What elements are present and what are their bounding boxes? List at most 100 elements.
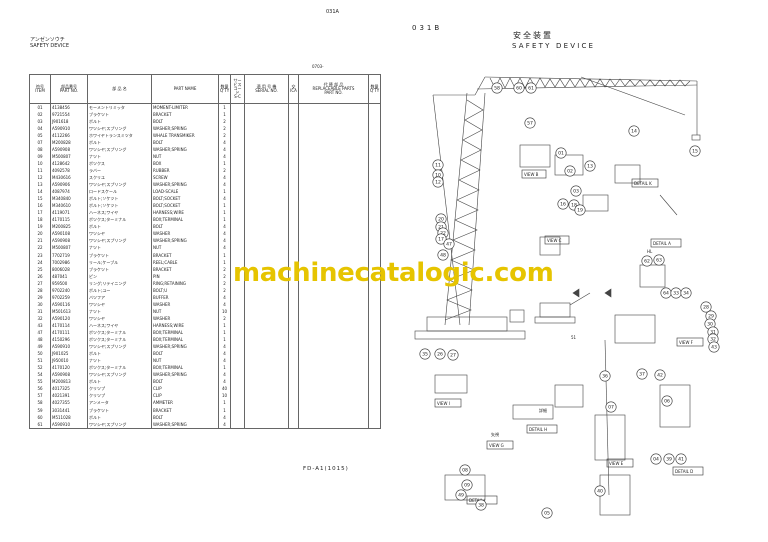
cell-part-no: M430616 [50, 174, 88, 182]
cell-replaceable-part-no [298, 202, 369, 210]
view-f-label: VIEW F [679, 340, 694, 345]
cell-part-no: A590910 [50, 421, 88, 430]
view-c-box [544, 235, 570, 245]
cell-qty: 4 [218, 301, 231, 309]
cell-part-no: A590910 [50, 343, 88, 351]
cell-part-no: 3031441 [50, 407, 88, 415]
cell-service-code [230, 244, 245, 252]
cell-qty: 4 [218, 174, 231, 182]
cell-service-code [230, 385, 245, 393]
cell-part-name: BOX [151, 160, 219, 168]
cell-replaceable-qty [368, 132, 381, 140]
callout-layer: 5860615714150102031311101216181920212217… [419, 82, 720, 519]
callout-circle [654, 369, 666, 381]
cell-item: 29 [29, 294, 51, 302]
cell-replaceable-qty [368, 230, 381, 238]
cell-item: 58 [29, 399, 51, 408]
cell-part-name: WASHER [151, 301, 219, 309]
cell-replaceable-part-no [298, 350, 369, 358]
cell-part-name: LOAD-SCALE [151, 188, 219, 196]
cell-serial-no [244, 301, 289, 309]
callout-number: 38 [478, 503, 484, 509]
cell-name-jp: ボツクス [87, 160, 152, 168]
cell-part-name: NUT [151, 357, 219, 365]
cell-item: 31 [29, 308, 51, 316]
cell-name-jp: ボルト;ソケツト [87, 195, 152, 203]
cell-item: 32 [29, 315, 51, 323]
cell-replaceable-qty [368, 371, 381, 379]
callout-15: 15 [689, 145, 701, 157]
cell-replaceable-part-no [298, 414, 369, 422]
table-header-row: 符号 ITEM 部品番号 PART NO. 部 品 名 PART NAME 数量… [29, 74, 381, 104]
cell-replaceable-part-no [298, 336, 369, 344]
callout-circle [434, 348, 446, 360]
view-f-box [676, 337, 704, 347]
cell-part-name: HARNESS;WIRE [151, 322, 219, 330]
callout-circle [700, 301, 712, 313]
cell-ica [288, 223, 299, 231]
detail-a-label: DETAIL A [653, 241, 671, 246]
cell-part-name: WASHER;SPRING [151, 181, 219, 189]
callout-05: 05 [541, 507, 553, 519]
cell-part-no: 4128642 [50, 160, 88, 168]
callout-number: 16 [560, 202, 566, 208]
cell-serial-no [244, 188, 289, 196]
cell-serial-no [244, 111, 289, 119]
callout-circle [491, 82, 503, 94]
cell-part-name: BRACKET [151, 266, 219, 274]
cell-part-no: M500807 [50, 153, 88, 161]
callout-04: 04 [650, 453, 662, 465]
cell-qty: 4 [218, 195, 231, 203]
cell-name-jp: ピン [87, 273, 152, 281]
callout-circle [680, 287, 692, 299]
cell-qty: 4 [218, 153, 231, 161]
cell-service-code [230, 223, 245, 231]
detail-j-label: DETAIL J [469, 498, 485, 503]
cell-name-jp: ブラケツト [87, 251, 152, 260]
callout-circle [689, 145, 701, 157]
cell-part-no: A590116 [50, 301, 88, 309]
detail-h-label: DETAIL H [529, 427, 547, 432]
cell-part-no: A590120 [50, 315, 88, 323]
cell-qty: 2 [218, 132, 231, 140]
callout-circle [437, 249, 449, 261]
callout-number: 62 [644, 259, 650, 265]
view-b-label: VIEW B [524, 172, 539, 177]
cell-name-jp: ワツシヤ;スプリング [87, 343, 152, 351]
cell-item: 25 [29, 266, 51, 274]
cell-ica [288, 216, 299, 224]
cell-replaceable-part-no [298, 357, 369, 365]
cell-item: 52 [29, 364, 51, 372]
callout-circle [594, 485, 606, 497]
cell-part-name: WASHER;SPRING [151, 125, 219, 133]
cell-serial-no [244, 315, 289, 323]
callout-49: 49 [455, 489, 467, 501]
callout-number: 22 [440, 231, 446, 237]
cell-item: 09 [29, 153, 51, 161]
cell-qty: 4 [218, 223, 231, 231]
callout-number: 17 [438, 237, 444, 243]
callout-number: 64 [663, 291, 669, 297]
cell-service-code [230, 181, 245, 189]
callout-circle [525, 82, 537, 94]
cell-part-no: 4170115 [50, 216, 88, 224]
callout-number: 02 [567, 169, 573, 175]
cell-replaceable-part-no [298, 287, 369, 295]
cell-part-name: BOLT [151, 223, 219, 231]
cell-serial-no [244, 223, 289, 231]
cell-replaceable-qty [368, 294, 381, 302]
cell-part-name: HARNESS;WIRE [151, 209, 219, 217]
cell-service-code [230, 407, 245, 415]
cell-part-name: BOLT [151, 378, 219, 386]
cell-replaceable-qty [368, 322, 381, 330]
